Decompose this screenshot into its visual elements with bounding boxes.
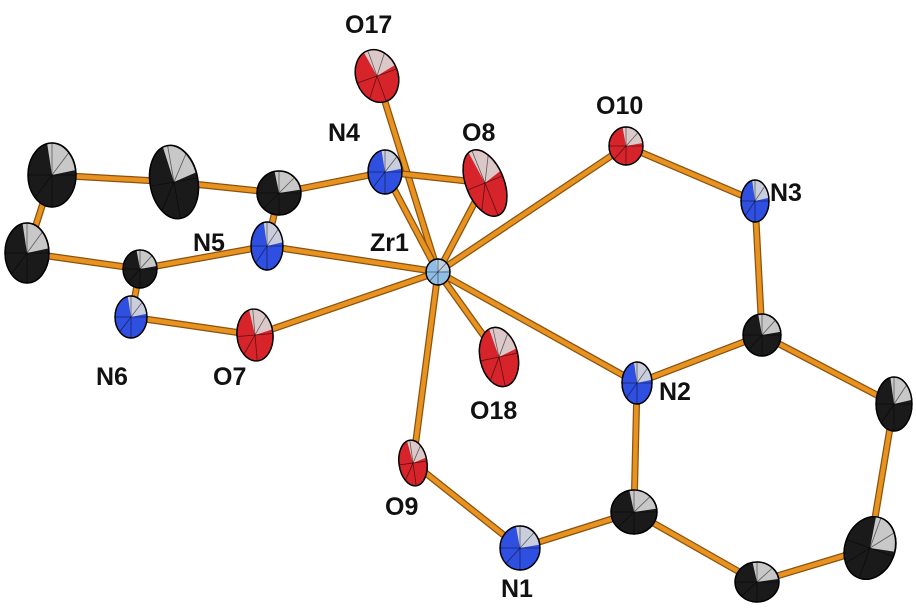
atom-o9	[398, 439, 428, 487]
label-o18: O18	[470, 397, 517, 425]
atom-o8	[462, 149, 508, 217]
bond-zr1-o10	[435, 143, 629, 275]
label-o8: O8	[462, 119, 495, 147]
atom-n3	[740, 179, 770, 223]
atom-layer	[4, 48, 913, 603]
bond-layer	[23, 72, 898, 586]
atom-n5	[250, 221, 284, 271]
atom-c13	[148, 144, 200, 220]
bond-o7-n6	[128, 314, 258, 338]
atom-c11	[122, 249, 158, 289]
label-n4: N4	[328, 119, 360, 147]
label-o10: O10	[596, 92, 643, 120]
atom-o10	[608, 126, 644, 166]
atom-n2	[621, 361, 653, 405]
label-n1: N1	[501, 575, 533, 603]
bond-o10-n3	[623, 143, 758, 204]
label-o7: O7	[213, 363, 246, 391]
label-zr1: Zr1	[370, 229, 409, 257]
bond-c6-n2	[634, 332, 765, 386]
bond-zr1-n2	[435, 269, 640, 386]
bond-n3-c6	[752, 198, 765, 338]
atom-c8	[843, 516, 897, 580]
atom-o17	[354, 48, 400, 104]
bond-c11-n5	[137, 243, 270, 272]
atom-n1	[499, 525, 541, 571]
bond-zr1-n5	[264, 243, 441, 275]
bond-zr1-o9	[410, 269, 441, 466]
bond-c9-c5	[631, 509, 760, 585]
atom-zr1	[425, 258, 451, 286]
atom-n4	[367, 149, 403, 195]
label-o9: O9	[385, 493, 418, 521]
atom-c15	[4, 222, 50, 284]
atom-c6	[742, 313, 782, 357]
atom-c9	[734, 561, 780, 603]
bond-zr1-o7	[252, 269, 441, 338]
atom-c12	[256, 170, 302, 216]
atom-labels: O17 N4 O8 O10 N3 N5 Zr1 N6 O7 O18 N2 O9 …	[96, 11, 802, 603]
atom-c14	[27, 142, 77, 208]
atom-c7	[875, 376, 913, 432]
label-n2: N2	[659, 378, 691, 406]
label-n6: N6	[96, 363, 128, 391]
label-n3: N3	[770, 179, 802, 207]
bond-n1-o9	[410, 460, 523, 551]
atom-o7	[236, 308, 274, 362]
atom-n6	[114, 295, 148, 339]
label-n5: N5	[193, 229, 225, 257]
bond-c6-c7	[759, 332, 897, 407]
atom-c5	[610, 489, 658, 535]
label-o17: O17	[345, 11, 392, 39]
atom-o18	[478, 326, 520, 388]
